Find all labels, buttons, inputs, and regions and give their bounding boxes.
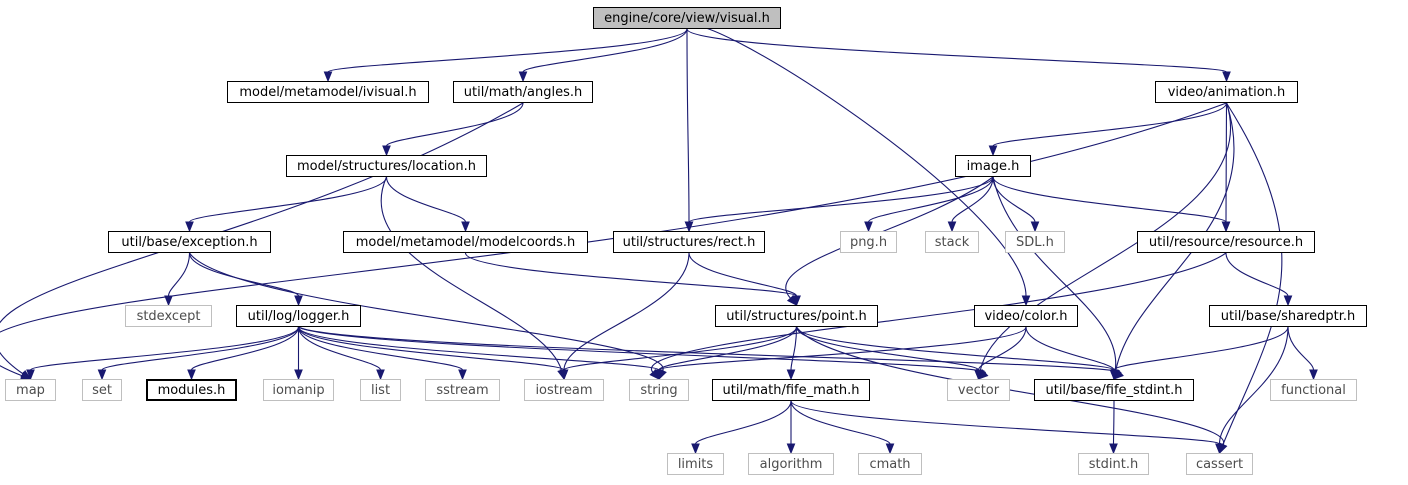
node-stdint-h: stdint.h <box>1078 453 1149 475</box>
node-fife-stdint-h[interactable]: util/base/fife_stdint.h <box>1034 379 1194 401</box>
edge-fife_stdint-to-stdint <box>1109 400 1118 455</box>
node-list: list <box>360 379 401 401</box>
node-ivisual-h[interactable]: model/metamodel/ivisual.h <box>227 81 429 103</box>
edge-logger-to-list <box>297 326 385 381</box>
node-exception-h[interactable]: util/base/exception.h <box>108 231 271 253</box>
edge-sharedptr-to-fife_stdint <box>1109 326 1289 381</box>
edge-logger-to-string <box>297 326 664 381</box>
edge-animation-to-resource <box>1221 102 1231 233</box>
edge-fife_math-to-cmath <box>790 400 895 455</box>
edge-fife_math-to-limits <box>691 400 792 455</box>
edge-rect-to-point <box>688 252 801 307</box>
edge-fife_math-to-cassert <box>790 400 1224 455</box>
edge-visual-to-ivisual <box>323 28 688 83</box>
edge-point-to-string <box>654 326 798 381</box>
edge-angles-to-location <box>382 102 524 157</box>
edge-image-to-sdl <box>992 176 1040 233</box>
edge-visual-to-rect <box>684 28 694 233</box>
edge-logger-to-sstream <box>297 326 467 381</box>
node-stack: stack <box>925 231 979 253</box>
edge-color-to-fife_stdint <box>1025 326 1119 381</box>
edge-image-to-png <box>864 176 994 233</box>
node-sharedptr-h[interactable]: util/base/sharedptr.h <box>1209 305 1367 327</box>
node-modules-h[interactable]: modules.h <box>146 379 237 401</box>
node-sstream: sstream <box>425 379 500 401</box>
edge-visual-to-animation <box>686 28 1231 83</box>
node-map: map <box>5 379 56 401</box>
edge-point-to-vector <box>795 326 983 381</box>
node-string: string <box>629 379 689 401</box>
node-iostream: iostream <box>524 379 604 401</box>
node-cmath: cmath <box>858 453 922 475</box>
node-set: set <box>82 379 122 401</box>
edge-animation-to-image <box>988 102 1228 157</box>
edge-logger-to-set <box>97 326 300 381</box>
edge-color-to-vector <box>974 326 1027 381</box>
edge-image-to-resource <box>992 176 1231 233</box>
node-image-h[interactable]: image.h <box>955 155 1031 177</box>
edge-point-to-fife_math <box>786 326 798 381</box>
edge-logger-to-modules <box>187 326 300 381</box>
edge-visual-to-angles <box>518 28 688 83</box>
edge-resource-to-sharedptr <box>1225 252 1293 307</box>
edge-modelcoords-to-point <box>464 252 801 307</box>
node-location-h[interactable]: model/structures/location.h <box>286 155 487 177</box>
node-angles-h[interactable]: util/math/angles.h <box>453 81 593 103</box>
node-stdexcept: stdexcept <box>125 305 212 327</box>
edge-logger-to-map <box>26 326 300 381</box>
edge-sharedptr-to-functional <box>1287 326 1318 381</box>
node-animation-h[interactable]: video/animation.h <box>1155 81 1298 103</box>
edge-exception-to-logger <box>188 252 303 307</box>
node-functional: functional <box>1270 379 1357 401</box>
node-iomanip: iomanip <box>263 379 334 401</box>
edge-color-to-string <box>654 326 1027 381</box>
node-sdl-h: SDL.h <box>1005 231 1065 253</box>
node-png-h: png.h <box>840 231 897 253</box>
node-algorithm: algorithm <box>748 453 834 475</box>
node-rect-h[interactable]: util/structures/rect.h <box>613 231 765 253</box>
edge-image-to-stack <box>947 176 994 233</box>
edge-location-to-modelcoords <box>385 176 470 233</box>
edge-exception-to-stdexcept <box>164 252 191 307</box>
node-modelcoords-h[interactable]: model/metamodel/modelcoords.h <box>343 231 588 253</box>
edge-fife_math-to-algorithm <box>786 400 796 455</box>
node-point-h[interactable]: util/structures/point.h <box>715 305 878 327</box>
node-cassert: cassert <box>1186 453 1253 475</box>
edge-location-to-exception <box>185 176 388 233</box>
edge-image-to-rect <box>684 176 994 233</box>
node-logger-h[interactable]: util/log/logger.h <box>236 305 361 327</box>
edge-logger-to-iomanip <box>294 326 303 381</box>
edge-point-to-iostream <box>559 326 798 381</box>
node-resource-h[interactable]: util/resource/resource.h <box>1137 231 1315 253</box>
node-color-h[interactable]: video/color.h <box>974 305 1078 327</box>
node-limits: limits <box>667 453 724 475</box>
node-visual-h[interactable]: engine/core/view/visual.h <box>593 7 781 29</box>
node-fife-math-h[interactable]: util/math/fife_math.h <box>712 379 870 401</box>
node-vector: vector <box>947 379 1010 401</box>
